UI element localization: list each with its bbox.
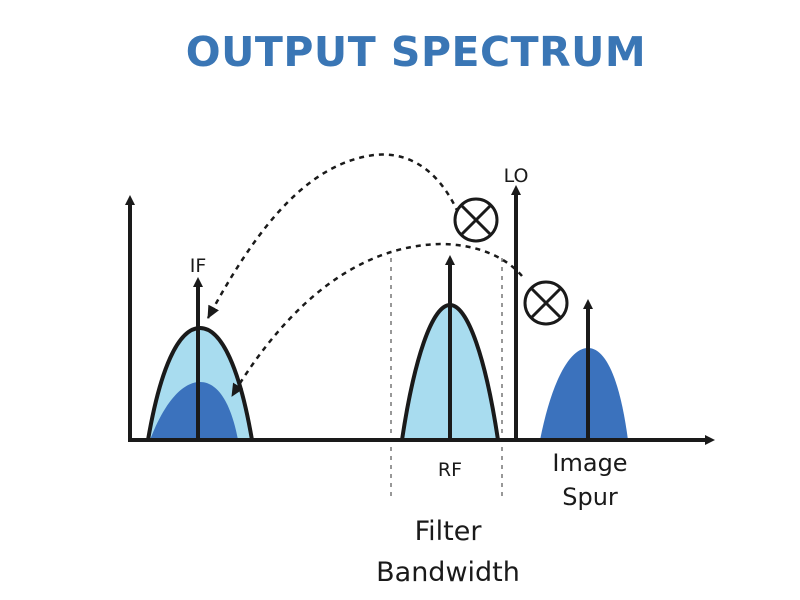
lo-label: LO	[504, 165, 529, 187]
image-spur-hump	[540, 348, 628, 440]
mixer-icon	[453, 197, 499, 243]
rf-to-if-mixing-arrow	[230, 242, 523, 397]
if-image-sideband-hump	[150, 382, 238, 440]
lo-to-if-mixing-arrow	[206, 153, 464, 319]
image-spur-label-line1: Image	[552, 449, 627, 477]
filter-bandwidth-label-line1: Filter	[415, 516, 483, 547]
rf-label: RF	[438, 459, 462, 481]
image-spur-label-line2: Spur	[562, 483, 618, 511]
filter-bandwidth-label-line2: Bandwidth	[376, 557, 520, 588]
diagram-title: OUTPUT SPECTRUM	[186, 28, 647, 76]
if-label: IF	[190, 255, 207, 277]
mixer-icon	[523, 280, 569, 326]
